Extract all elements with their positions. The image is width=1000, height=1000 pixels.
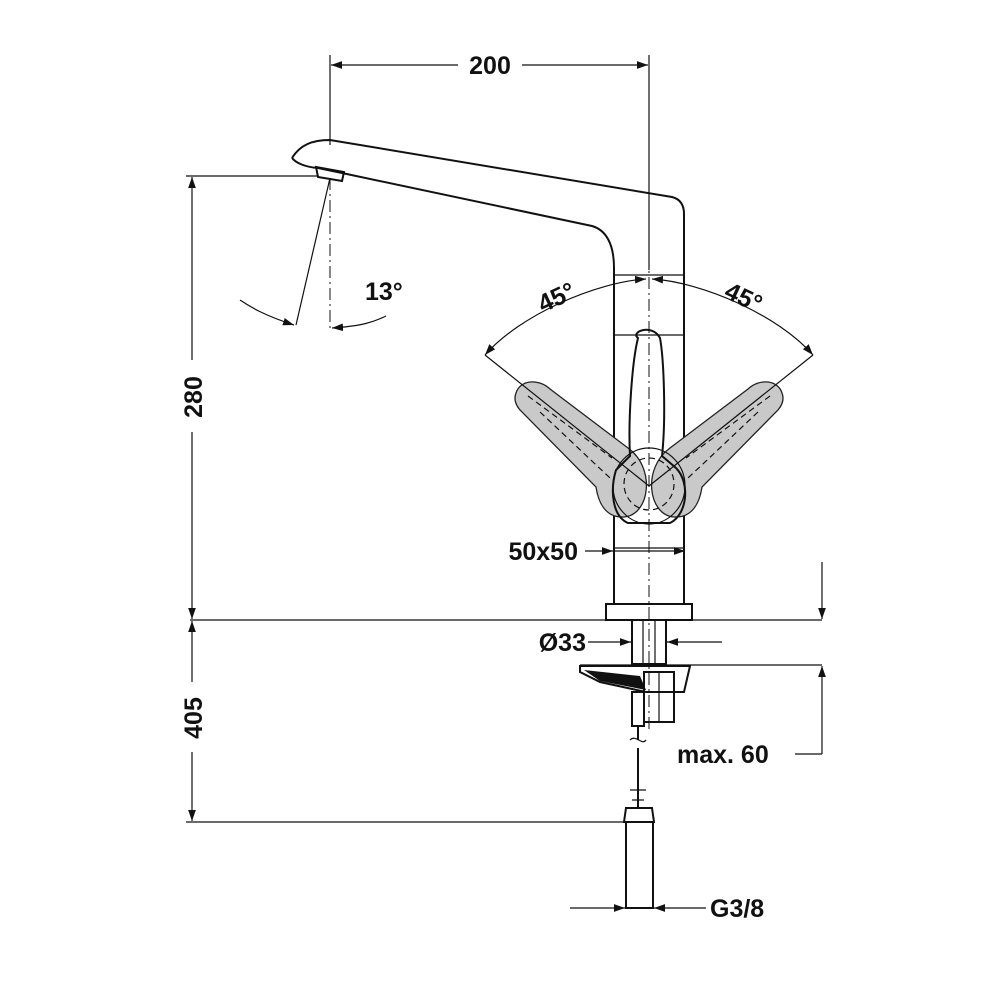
hose-crimp <box>630 789 646 801</box>
dimension-280-label: 280 <box>180 376 208 418</box>
dimension-tap-height: 280 <box>180 175 318 619</box>
dimension-max60-label: max. 60 <box>677 741 769 769</box>
dimension-405-label: 405 <box>180 697 208 739</box>
dimension-13deg-label: 13° <box>365 278 403 306</box>
swing-axis <box>648 354 814 487</box>
bracket-shadow <box>584 670 646 690</box>
dimension-50x50-label: 50x50 <box>508 538 578 566</box>
lever-hub-inner <box>623 457 675 511</box>
dimension-max-thickness: max. 60 <box>677 562 826 769</box>
dimension-spout-reach: 200 <box>329 52 650 270</box>
mounting-assembly <box>579 619 692 909</box>
dimension-hose-length: 405 <box>180 621 626 823</box>
mounting-bracket <box>579 665 692 693</box>
connection-pipe <box>625 821 654 909</box>
spout-aerator <box>314 165 346 183</box>
lever-right-hidden-edge <box>685 395 771 479</box>
swing-arc-left <box>484 275 647 356</box>
dimension-connection-thread: G3/8 <box>570 895 764 923</box>
lever-swing-positions <box>514 381 784 518</box>
dimension-g38-label: G3/8 <box>710 895 764 923</box>
dimension-hole-diameter: Ø33 <box>539 629 722 657</box>
connection-nut <box>622 807 656 823</box>
dimension-diameter-label: Ø33 <box>539 629 586 657</box>
lever-left-hidden-edge <box>527 395 613 479</box>
swing-axis <box>484 354 650 487</box>
hose-stub <box>631 691 645 727</box>
angle-arc-left <box>239 299 295 326</box>
dimension-spout-angle: 13° <box>239 177 403 332</box>
spout-outline <box>291 138 685 605</box>
swing-arc-right <box>651 275 814 356</box>
dimension-200-label: 200 <box>469 52 511 80</box>
angle-leg <box>295 177 331 326</box>
dimension-45deg-right-label: 45° <box>720 277 766 318</box>
flex-hose-break <box>629 737 647 743</box>
dimension-base-size: 50x50 <box>508 538 685 566</box>
lever-left-position <box>514 381 648 518</box>
angle-arc-right <box>331 315 387 332</box>
